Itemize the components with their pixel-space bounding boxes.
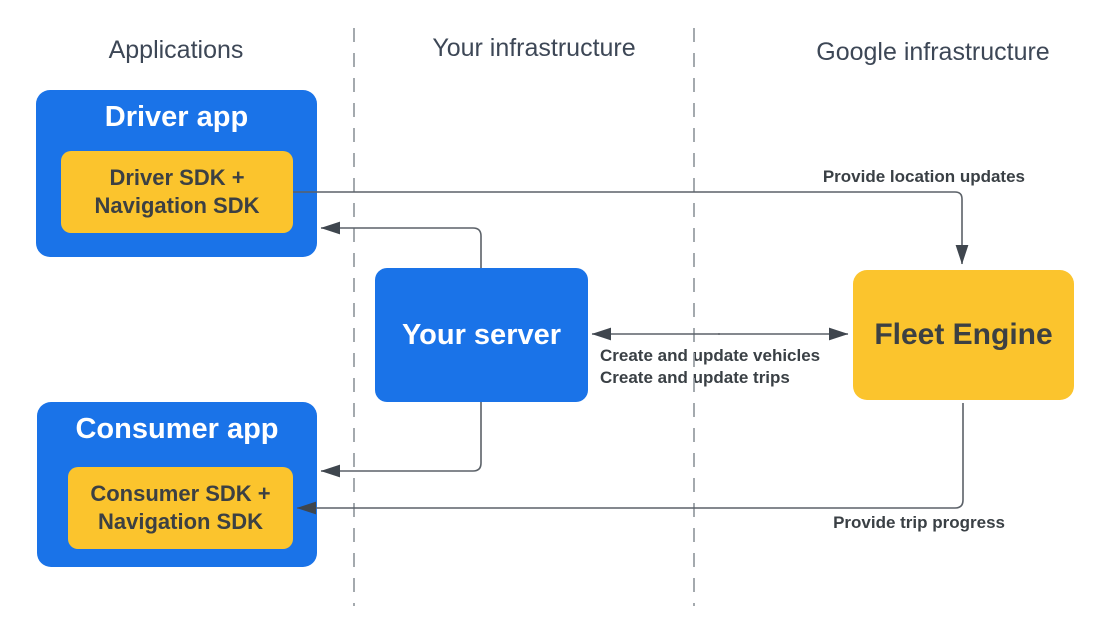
- edge-label-provide-location-updates: Provide location updates: [822, 167, 1025, 186]
- node-consumer-sdk: Consumer SDK + Navigation SDK: [68, 467, 293, 549]
- consumer-app-title: Consumer app: [75, 413, 279, 445]
- connector-fleet-engine-to-consumer-sdk: [296, 403, 964, 515]
- driver-sdk-label-line2: Navigation SDK: [94, 193, 260, 218]
- column-header-your-infrastructure: Your infrastructure: [432, 34, 636, 62]
- driver-sdk-label-line1: Driver SDK +: [109, 165, 245, 190]
- node-driver-sdk: Driver SDK + Navigation SDK: [61, 151, 293, 233]
- your-server-title: Your server: [401, 318, 562, 351]
- connector-driver-sdk-to-fleet-engine: [293, 191, 969, 265]
- connector-your-server-to-driver-app: [320, 221, 482, 268]
- fleet-engine-title: Fleet Engine: [874, 318, 1053, 351]
- edge-label-create-and-update: Create and update vehicles Create and up…: [600, 345, 820, 389]
- consumer-sdk-label-line2: Navigation SDK: [97, 509, 264, 534]
- column-header-google-infrastructure: Google infrastructure: [816, 38, 1050, 66]
- node-consumer-app: Consumer app Consumer SDK + Navigation S…: [37, 402, 317, 567]
- column-header-applications: Applications: [108, 36, 244, 64]
- edge-label-create-update-trips: Create and update trips: [600, 368, 790, 387]
- driver-app-title: Driver app: [104, 101, 249, 133]
- node-driver-app: Driver app Driver SDK + Navigation SDK: [36, 90, 317, 257]
- node-fleet-engine: Fleet Engine: [853, 270, 1074, 400]
- edge-label-create-update-vehicles: Create and update vehicles: [600, 346, 821, 365]
- connector-your-server-to-consumer-app: [320, 402, 482, 478]
- consumer-sdk-label-line1: Consumer SDK +: [90, 481, 271, 506]
- edge-label-provide-trip-progress: Provide trip progress: [833, 513, 1005, 532]
- node-your-server: Your server: [375, 268, 588, 402]
